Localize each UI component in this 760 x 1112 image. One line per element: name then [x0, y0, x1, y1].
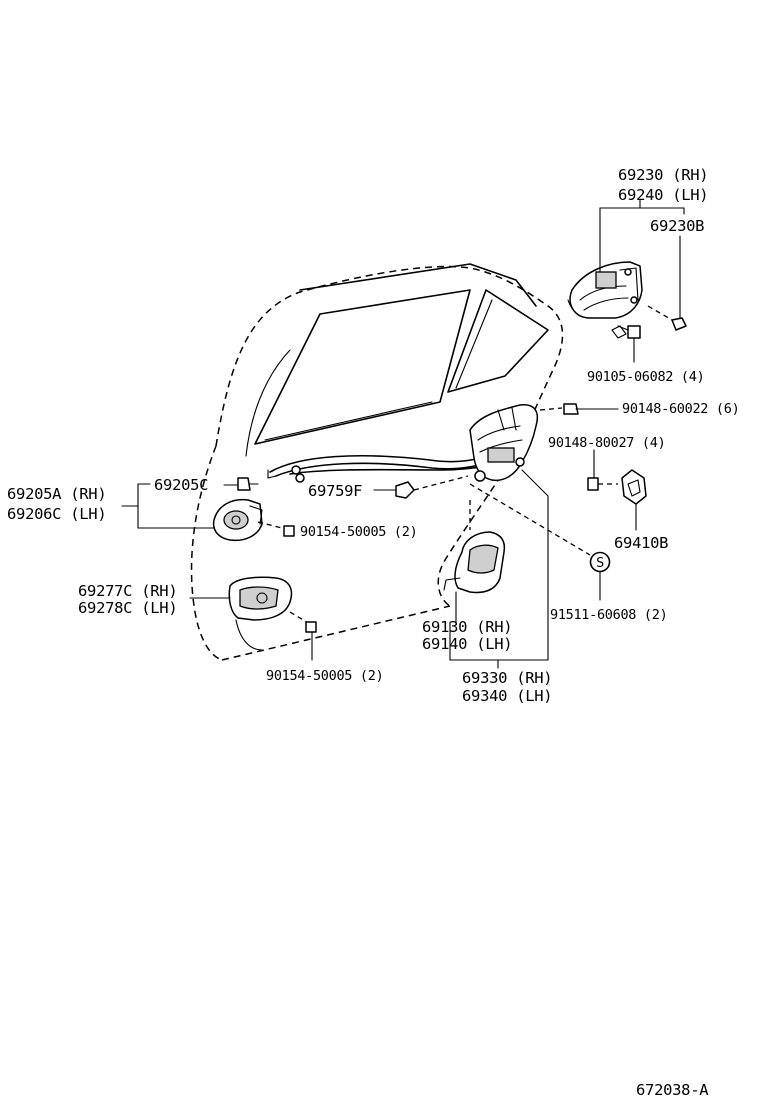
label-screw-c: 90154-50005 (2) [300, 524, 417, 540]
screw-c-icon [257, 521, 295, 537]
label-handle-pad: 69230B [650, 217, 704, 235]
door-lock-assembly-icon [469, 404, 539, 482]
rod-clip-icon [395, 475, 469, 499]
diagram-id: 672038-A [636, 1081, 709, 1099]
symbol-s-label: S [596, 555, 604, 571]
symbol-s-icon: S [469, 483, 611, 601]
handle-pad-icon [647, 305, 687, 331]
label-lock-assy-rh: 69330 (RH) [462, 669, 552, 687]
screw-a-icon [539, 403, 619, 415]
label-bezel-rh: 69205A (RH) [7, 485, 106, 503]
label-bolt-a: 90105-06082 (4) [587, 369, 704, 385]
label-inside-handle-lh: 69278C (LH) [78, 599, 177, 617]
label-bezel-lh: 69206C (LH) [7, 505, 106, 523]
bezel-pad-icon [237, 477, 259, 491]
label-lock-lh: 69140 (LH) [422, 635, 512, 653]
label-outside-handle-rh: 69230 (RH) [618, 166, 708, 184]
label-bezel-pad: 69205C [154, 476, 208, 494]
lock-actuator-icon [443, 500, 506, 623]
leader-lines [121, 199, 685, 669]
label-lock-rh: 69130 (RH) [422, 618, 512, 636]
outside-handle-icon [567, 261, 643, 319]
label-screw-s: 91511-60608 (2) [550, 607, 667, 623]
part-labels: 69230 (RH) 69240 (LH) 69230B 90105-06082… [7, 166, 740, 1099]
label-striker: 69410B [614, 534, 668, 552]
lock-rods [267, 455, 491, 483]
label-lock-assy-lh: 69340 (LH) [462, 687, 552, 705]
label-outside-handle-lh: 69240 (LH) [618, 186, 708, 204]
label-screw-b: 90148-80027 (4) [548, 435, 665, 451]
inside-handle-icon [228, 576, 317, 661]
label-screw-d: 90154-50005 (2) [266, 668, 383, 684]
label-inside-handle-rh: 69277C (RH) [78, 582, 177, 600]
lock-bezel-icon [212, 498, 263, 542]
label-rod-clip: 69759F [308, 482, 362, 500]
label-screw-a: 90148-60022 (6) [622, 401, 739, 417]
bolt-icon [611, 325, 641, 363]
rear-door-outline [190, 263, 564, 661]
screw-b-icon [587, 449, 618, 491]
striker-icon [621, 469, 647, 531]
